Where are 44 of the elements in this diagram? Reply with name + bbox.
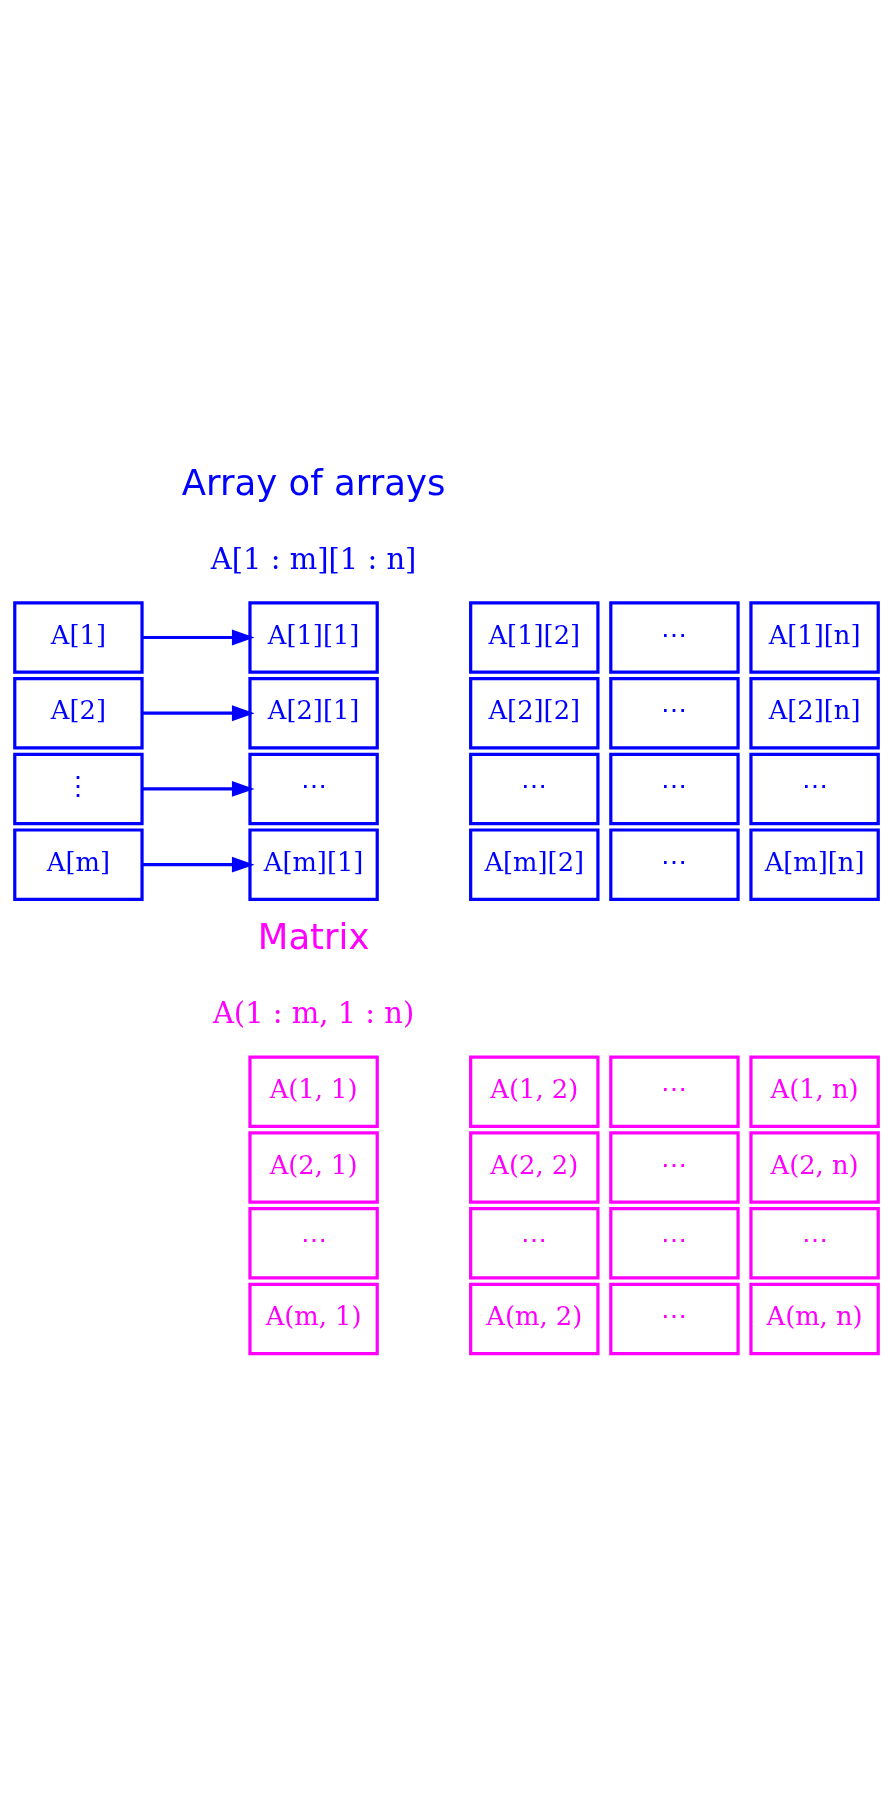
node-box: A[1][2] <box>469 600 600 674</box>
node-box: ⋯ <box>749 1206 880 1279</box>
node-box: ⋯ <box>609 1055 740 1128</box>
node-box: ⋯ <box>609 752 740 825</box>
node-box: ⋯ <box>609 827 740 901</box>
node-box: A[2][2] <box>469 676 600 749</box>
node-box: A[m][1] <box>248 827 379 901</box>
node-box: ⋯ <box>749 752 880 825</box>
node-box: A[1][n] <box>749 600 880 674</box>
node-box: A(1, n) <box>749 1055 880 1128</box>
node-box: ⋯ <box>609 1282 740 1355</box>
node-box: ⋯ <box>248 1206 379 1279</box>
label: A[1 : m][1 : n] <box>210 541 417 576</box>
node-box: ⋯ <box>609 1130 740 1204</box>
node-box: A[2][1] <box>248 676 379 749</box>
node-box: ⋯ <box>469 752 600 825</box>
node-box: A[m][n] <box>749 827 880 901</box>
node-box: ⋯ <box>248 752 379 825</box>
node-box: A(2, 2) <box>469 1130 600 1204</box>
node-box: A[m] <box>13 827 144 901</box>
node-box: A[2] <box>13 676 144 749</box>
arrow <box>142 856 255 873</box>
node-box: A(m, n) <box>749 1282 880 1355</box>
node-box: A(1, 1) <box>248 1055 379 1128</box>
arrow <box>142 629 255 645</box>
node-box: A(2, n) <box>749 1130 880 1204</box>
arrow <box>142 704 255 721</box>
node-box: A(m, 1) <box>248 1282 379 1355</box>
node-box: ⋯ <box>609 1206 740 1279</box>
label: Matrix <box>257 915 370 957</box>
node-box: A[1] <box>13 600 144 674</box>
label: Array of arrays <box>181 461 446 503</box>
node-box: ⋯ <box>609 600 740 674</box>
node-box: A(m, 2) <box>469 1282 600 1355</box>
label: A(1 : m, 1 : n) <box>212 995 415 1030</box>
node-box: A(1, 2) <box>469 1055 600 1128</box>
node-box: ⋯ <box>469 1206 600 1279</box>
node-box: A[1][1] <box>248 600 379 674</box>
node-box: ⋯ <box>609 676 740 749</box>
arrow <box>142 780 255 797</box>
node-box: A[2][n] <box>749 676 880 749</box>
node-box: A[m][2] <box>469 827 600 901</box>
node-box: A(2, 1) <box>248 1130 379 1204</box>
node-box: ⋮ <box>13 752 144 825</box>
